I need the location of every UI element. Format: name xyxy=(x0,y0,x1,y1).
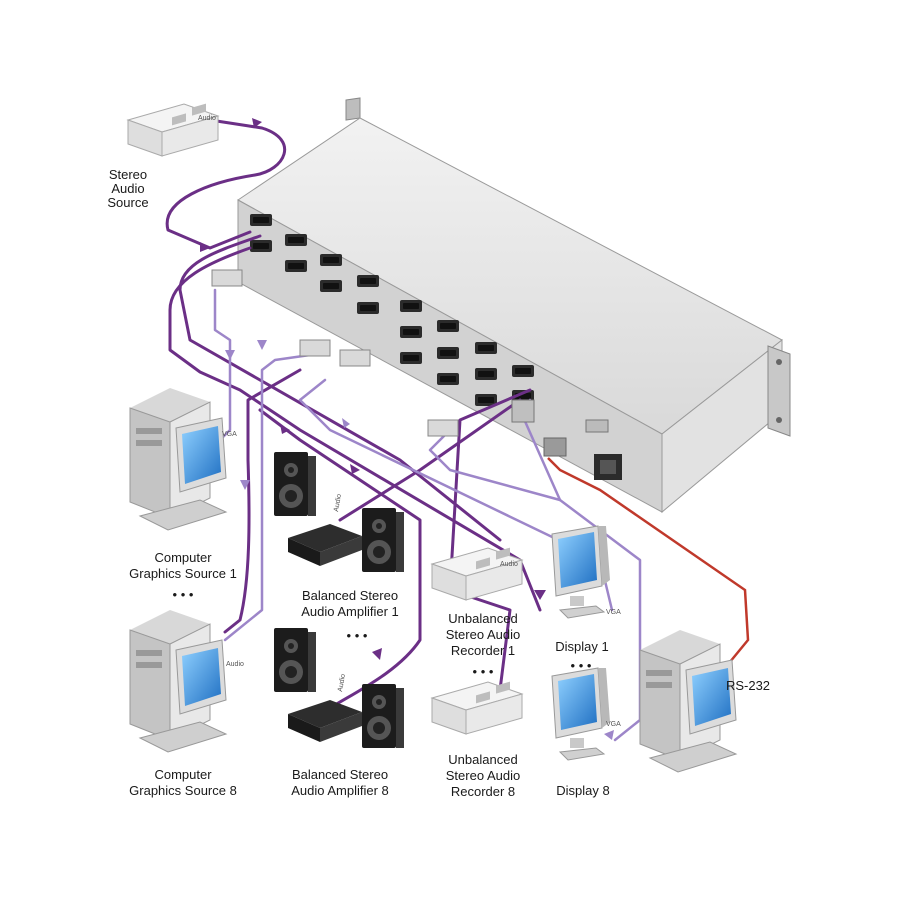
balanced-stereo-audio-amplifier-8: Audio Balanced Stereo Audio Amplifier 8 xyxy=(274,628,404,798)
unbalanced-stereo-audio-recorder-8: Unbalanced Stereo Audio Recorder 8 xyxy=(431,681,523,799)
display-8-label: Display 8 xyxy=(556,783,609,798)
audio-connector-label: Audio xyxy=(333,493,343,512)
amp-8-label-2: Audio Amplifier 8 xyxy=(291,783,389,798)
recorder-8-label-1: Unbalanced xyxy=(448,752,517,767)
computer-1-label-1: Computer xyxy=(154,550,212,565)
display-ellipsis: • • • xyxy=(571,658,592,673)
computer-graphics-source-1: VGA Computer Graphics Source 1 • • • xyxy=(129,387,237,602)
recorder-1-label-3: Recorder 1 xyxy=(451,643,515,658)
audio-connector-label: Audio xyxy=(198,115,216,122)
amp-1-label-1: Balanced Stereo xyxy=(302,588,398,603)
vga-connector-label: VGA xyxy=(606,721,621,728)
cable-plugs xyxy=(211,269,535,437)
rs232-cable xyxy=(547,457,750,669)
stereo-audio-source-label-3: Source xyxy=(107,195,148,210)
recorder-1-label-1: Unbalanced xyxy=(448,611,517,626)
amp-ellipsis: • • • xyxy=(347,628,368,643)
computer-graphics-source-8: Audio Computer Graphics Source 8 xyxy=(129,609,244,798)
matrix-switcher-unit xyxy=(237,97,791,514)
computer-8-label-2: Graphics Source 8 xyxy=(129,783,237,798)
stereo-audio-source-label-1: Stereo xyxy=(109,167,147,182)
recorder-1-label-2: Stereo Audio xyxy=(446,627,520,642)
vga-connector-label: VGA xyxy=(222,431,237,438)
stereo-audio-source: Audio Stereo Audio Source xyxy=(107,103,219,210)
stereo-audio-source-label-2: Audio xyxy=(111,181,144,196)
unbalanced-stereo-audio-recorder-1: Audio Unbalanced Stereo Audio Recorder 1… xyxy=(431,547,523,679)
rs232-label: RS-232 xyxy=(726,678,770,693)
amp-1-label-2: Audio Amplifier 1 xyxy=(301,604,399,619)
amp-8-label-1: Balanced Stereo xyxy=(292,767,388,782)
recorder-ellipsis: • • • xyxy=(473,664,494,679)
vga-connector-label: VGA xyxy=(606,609,621,616)
balanced-stereo-audio-amplifier-1: Audio Balanced Stereo Audio Amplifier 1 … xyxy=(274,452,404,643)
computer-ellipsis: • • • xyxy=(173,587,194,602)
computer-1-label-2: Graphics Source 1 xyxy=(129,566,237,581)
control-computer: RS-232 xyxy=(639,629,770,773)
audio-connector-label: Audio xyxy=(337,673,347,692)
computer-8-label-1: Computer xyxy=(154,767,212,782)
audio-connector-label: Audio xyxy=(226,661,244,668)
audio-connector-label: Audio xyxy=(500,561,518,568)
recorder-8-label-3: Recorder 8 xyxy=(451,784,515,799)
cable-arrows xyxy=(200,118,614,740)
display-1-label: Display 1 xyxy=(555,639,608,654)
display-1: VGA Display 1 • • • xyxy=(551,525,621,673)
display-8: VGA Display 8 xyxy=(551,667,621,798)
recorder-8-label-2: Stereo Audio xyxy=(446,768,520,783)
